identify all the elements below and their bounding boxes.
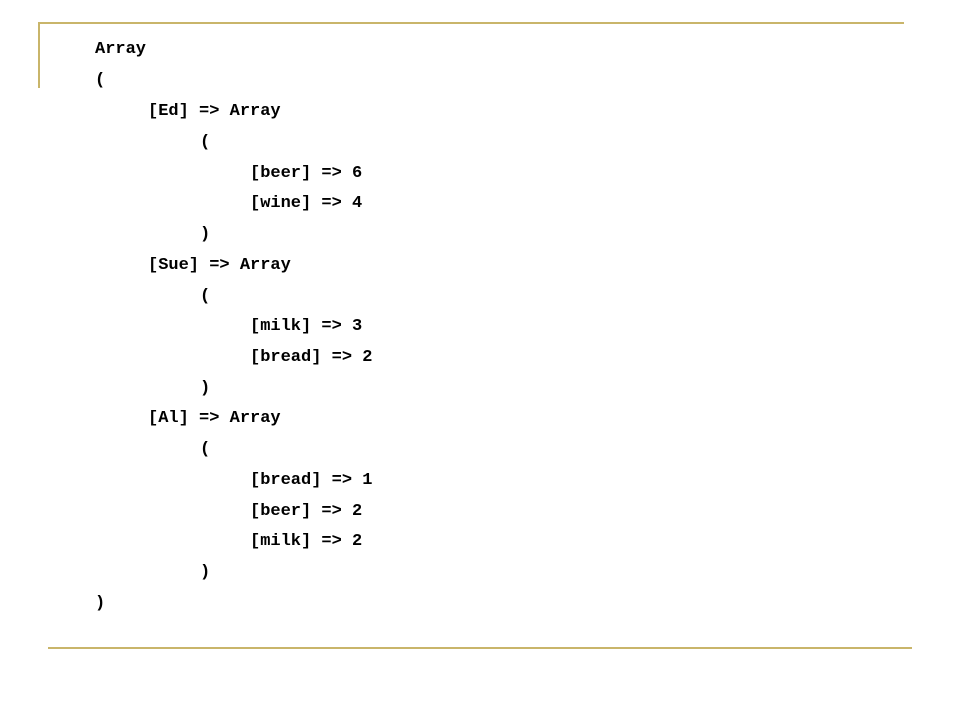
code-line-ed-beer: [beer] => 6 [250,164,363,183]
code-line-array-open: Array [95,40,147,59]
top-horizontal-rule [40,22,904,24]
code-line-al-beer: [beer] => 2 [250,502,363,521]
code-line-sue-array: [Sue] => Array [148,256,291,275]
code-line-sue-paren-close: ) [200,379,211,398]
code-line-al-milk: [milk] => 2 [250,532,363,551]
code-line-ed-paren-open: ( [200,133,211,152]
bottom-horizontal-rule [48,647,912,649]
code-line-ed-wine: [wine] => 4 [250,194,363,213]
code-line-paren-open: ( [95,71,106,90]
top-left-vertical-rule [38,22,40,88]
code-line-ed-array: [Ed] => Array [148,102,281,121]
code-line-paren-close: ) [95,594,106,613]
code-line-sue-milk: [milk] => 3 [250,317,363,336]
code-line-al-bread: [bread] => 1 [250,471,373,490]
code-line-ed-paren-close: ) [200,225,211,244]
code-line-sue-bread: [bread] => 2 [250,348,373,367]
code-line-al-array: [Al] => Array [148,409,281,428]
code-line-sue-paren-open: ( [200,287,211,306]
code-line-al-paren-close: ) [200,563,211,582]
code-line-al-paren-open: ( [200,440,211,459]
